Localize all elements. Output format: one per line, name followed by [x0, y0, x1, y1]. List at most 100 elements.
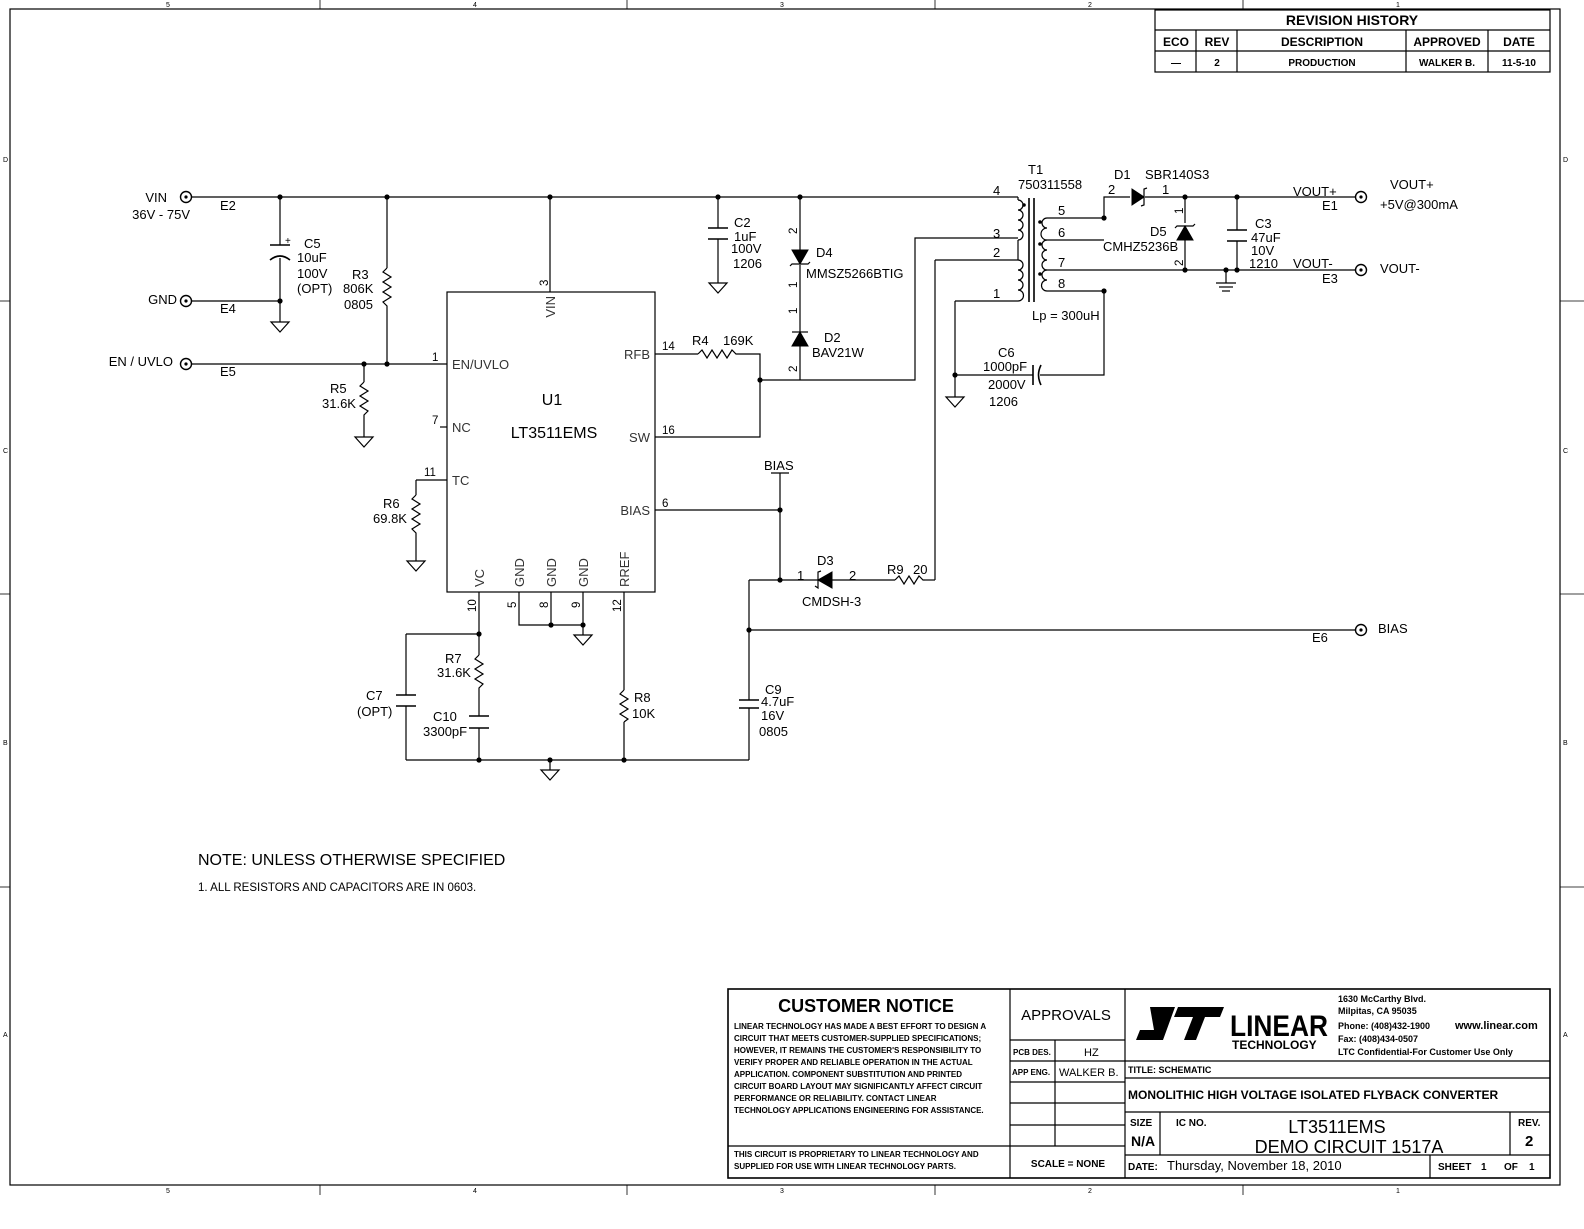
notice-line: TECHNOLOGY APPLICATIONS ENGINEERING FOR … [734, 1106, 984, 1115]
d3-ref: D3 [817, 553, 834, 568]
pin-name-vin: VIN [543, 296, 558, 318]
bias-label: BIAS [1378, 621, 1408, 636]
t1-ref: T1 [1028, 162, 1043, 177]
resistor-r3[interactable]: R3 806K 0805 [343, 267, 393, 312]
pin-name-tc: TC [452, 473, 469, 488]
capacitor-c10[interactable]: C10 3300pF [423, 709, 489, 739]
resistor-r9[interactable]: R9 20 [887, 562, 927, 586]
bias-net-text: BIAS [764, 458, 794, 473]
transformer-t1[interactable]: T1 750311558 Lp = 300uH 4 3 2 1 5 6 7 8 [993, 162, 1100, 323]
c3-value: 47uF [1251, 230, 1281, 245]
t1-pin: 5 [1058, 203, 1065, 218]
c3-package: 1210 [1249, 256, 1278, 271]
gnd-terminal[interactable] [179, 294, 193, 308]
pin-name-sw: SW [629, 430, 651, 445]
d5-part: CMHZ5236B [1103, 239, 1178, 254]
d1-part: SBR140S3 [1145, 167, 1209, 182]
drawing-title: MONOLITHIC HIGH VOLTAGE ISOLATED FLYBACK… [1128, 1088, 1499, 1102]
col-label: 5 [166, 2, 170, 9]
r7-value: 31.6K [437, 665, 471, 680]
e5-label: E5 [220, 364, 236, 379]
capacitor-c9[interactable]: C9 4.7uF 16V 0805 [739, 682, 794, 739]
ground-icon [572, 634, 594, 646]
capacitor-c2[interactable]: C2 1uF 100V 1206 [708, 215, 762, 271]
ground-icon [405, 560, 427, 572]
c9-package: 0805 [759, 724, 788, 739]
diode-d2[interactable]: 1 2 D2 BAV21W [788, 308, 865, 372]
r3-ref: R3 [352, 267, 369, 282]
capacitor-c5[interactable]: + C5 10uF 100V (OPT) [269, 236, 332, 296]
vout-minus-terminal[interactable] [1354, 263, 1368, 277]
notice-line: LINEAR TECHNOLOGY HAS MADE A BEST EFFORT… [734, 1022, 986, 1031]
pin-num-gnd: 8 [539, 602, 551, 608]
row-label: A [3, 1032, 8, 1039]
size-value: N/A [1131, 1133, 1155, 1149]
schottky-diode-d1[interactable]: D1 SBR140S3 2 1 [1108, 167, 1209, 207]
pin-name-gnd: GND [576, 558, 591, 587]
sheet-value: 1 [1481, 1162, 1487, 1173]
d1-ref: D1 [1114, 167, 1131, 182]
pin-num-vin: 3 [539, 280, 551, 286]
u1-ref: U1 [542, 392, 563, 409]
c10-value: 3300pF [423, 724, 467, 739]
c5-voltage: 100V [297, 266, 328, 281]
pin-name-gnd: GND [512, 558, 527, 587]
notice-line: VERIFY PROPER AND RELIABLE OPERATION IN … [734, 1058, 973, 1067]
size-label: SIZE [1130, 1118, 1153, 1129]
rev-header: ECO [1163, 35, 1189, 49]
pin-name-vc: VC [472, 569, 487, 587]
c3-ref: C3 [1255, 216, 1272, 231]
r8-value: 10K [632, 706, 655, 721]
website-link[interactable]: www.linear.com [1454, 1020, 1538, 1032]
address-line: Milpitas, CA 95035 [1338, 1006, 1417, 1016]
col-label: 4 [473, 2, 477, 9]
pin-num-gnd: 9 [571, 602, 583, 608]
zener-diode-d5[interactable]: D5 CMHZ5236B 1 2 [1103, 208, 1196, 266]
e3-label: E3 [1322, 271, 1338, 286]
capacitor-c3[interactable]: C3 47uF 10V 1210 [1227, 216, 1281, 271]
vin-range: 36V - 75V [132, 207, 190, 222]
r7-ref: R7 [445, 651, 462, 666]
of-value: 1 [1529, 1162, 1535, 1173]
rev-value: 2 [1525, 1133, 1533, 1150]
d4-pin: 2 [788, 228, 800, 234]
r6-ref: R6 [383, 496, 400, 511]
notice-line: CIRCUIT THAT MEETS CUSTOMER-SUPPLIED SPE… [734, 1034, 981, 1043]
r5-value: 31.6K [322, 396, 356, 411]
c6-package: 1206 [989, 394, 1018, 409]
vout-plus-spec: +5V@300mA [1380, 197, 1458, 212]
c7-ref: C7 [366, 688, 383, 703]
schottky-diode-d3[interactable]: D3 CMDSH-3 1 2 [797, 553, 861, 609]
resistor-r5[interactable]: R5 31.6K [322, 381, 370, 418]
u1-ic[interactable]: U1 LT3511EMS EN/UVLO NC TC RFB SW BIAS V… [424, 280, 675, 612]
bias-net-label: BIAS [764, 458, 794, 474]
col-label: 2 [1088, 1188, 1092, 1195]
customer-notice-title: CUSTOMER NOTICE [778, 996, 954, 1016]
d2-ref: D2 [824, 330, 841, 345]
en-uvlo-terminal[interactable] [179, 357, 193, 371]
r5-ref: R5 [330, 381, 347, 396]
r3-value: 806K [343, 281, 374, 296]
pin-num-en: 1 [432, 352, 438, 364]
c9-value: 4.7uF [761, 694, 794, 709]
ground-icon [944, 396, 966, 408]
zener-diode-d4[interactable]: 2 1 D4 MMSZ5266BTIG [788, 228, 904, 288]
capacitor-c7[interactable]: C7 (OPT) [357, 688, 416, 719]
resistor-r6[interactable]: R6 69.8K [373, 494, 422, 535]
pin-num-gnd: 5 [507, 602, 519, 608]
col-label: 1 [1396, 2, 1400, 9]
vin-label: VIN [145, 190, 167, 205]
resistor-r7[interactable]: R7 31.6K [437, 651, 485, 690]
rev-label: REV. [1518, 1118, 1541, 1129]
notes-heading: NOTE: UNLESS OTHERWISE SPECIFIED [198, 852, 505, 869]
c2-voltage: 100V [731, 241, 762, 256]
resistor-r8[interactable]: R8 10K [618, 689, 655, 723]
resistor-r4[interactable]: R4 169K [692, 333, 754, 360]
u1-part: LT3511EMS [511, 425, 598, 442]
bias-terminal[interactable] [1354, 623, 1368, 637]
vout-plus-terminal[interactable] [1354, 190, 1368, 204]
vin-terminal[interactable] [179, 190, 193, 204]
capacitor-c6[interactable]: C6 1000pF 2000V 1206 [983, 345, 1042, 409]
col-label: 3 [780, 2, 784, 9]
